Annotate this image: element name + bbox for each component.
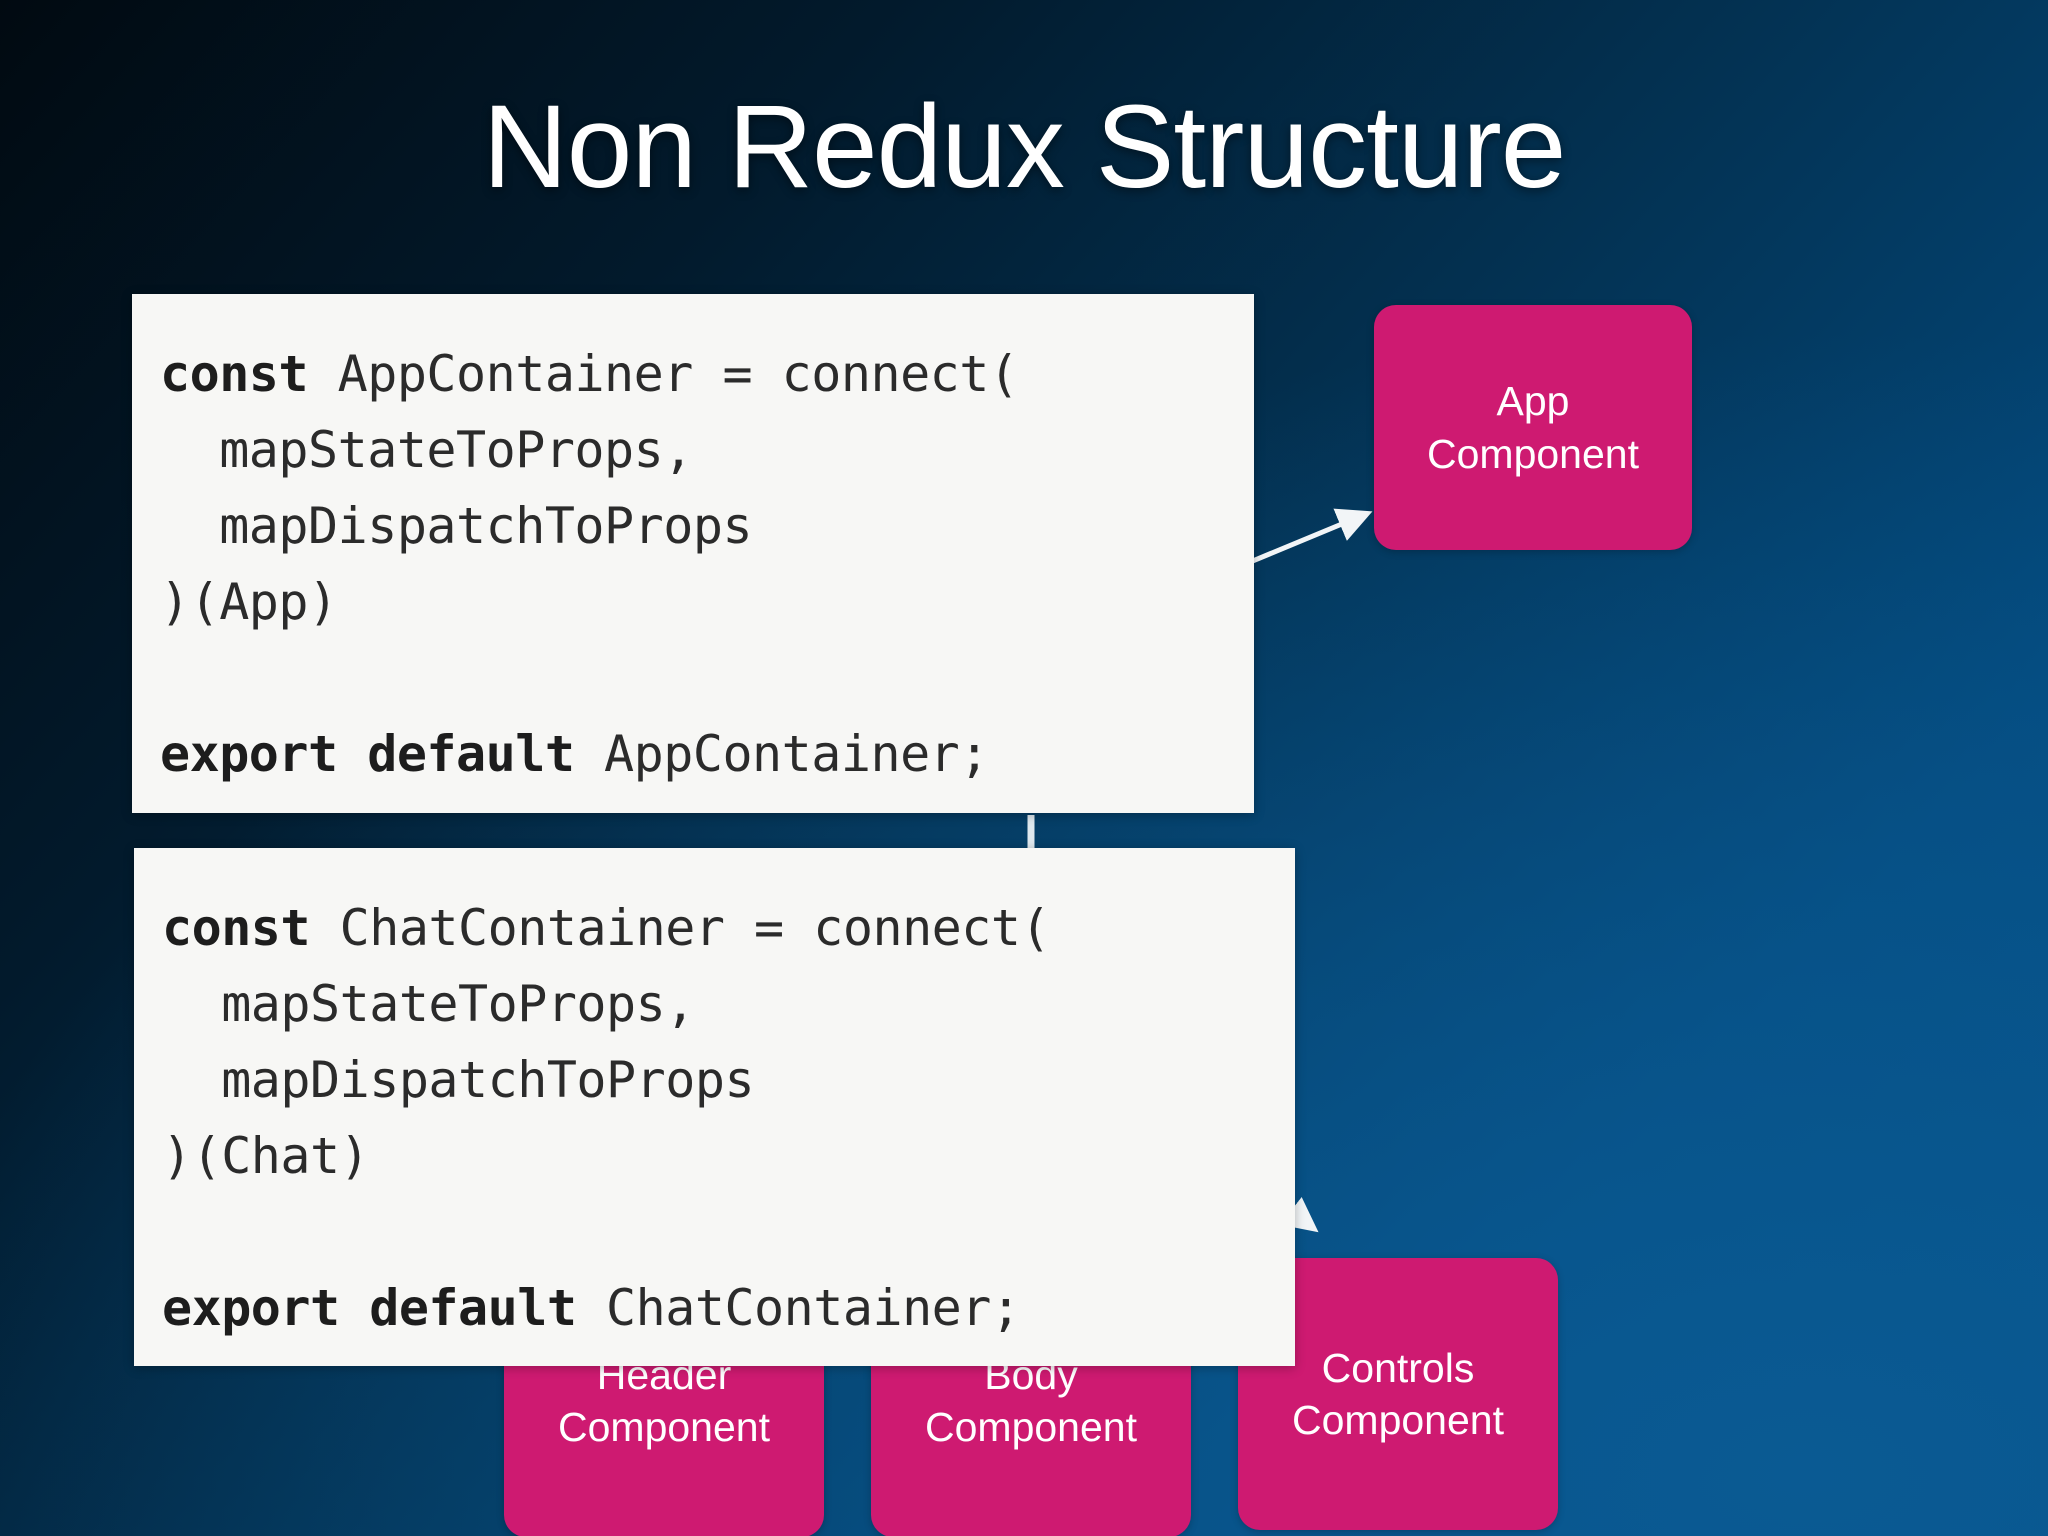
code-line: mapDispatchToProps: [162, 1042, 1295, 1118]
code-text: AppContainer = connect(: [308, 345, 1019, 403]
code-text: AppContainer;: [574, 725, 989, 783]
code-text: ChatContainer = connect(: [310, 899, 1051, 957]
code-line: mapStateToProps,: [160, 412, 1254, 488]
code-line: )(Chat): [162, 1118, 1295, 1194]
code-text: )(App): [160, 573, 338, 631]
code-line: const ChatContainer = connect(: [162, 890, 1295, 966]
code-text: mapDispatchToProps: [160, 497, 753, 555]
code-keyword: export default: [162, 1279, 577, 1337]
component-box-header-line2: Component: [558, 1404, 770, 1450]
arrow-app-container-to-app-component: [1242, 508, 1373, 568]
code-text: mapStateToProps,: [160, 421, 693, 479]
code-line: export default AppContainer;: [160, 716, 1254, 792]
code-line: export default ChatContainer;: [162, 1270, 1295, 1346]
code-card-chat-container[interactable]: const ChatContainer = connect( mapStateT…: [134, 848, 1295, 1366]
page-title: Non Redux Structure: [482, 81, 1567, 213]
code-line: mapDispatchToProps: [160, 488, 1254, 564]
component-box-app[interactable]: App Component: [1374, 305, 1692, 550]
code-blank-line: [160, 640, 1254, 716]
code-text: mapStateToProps,: [162, 975, 695, 1033]
component-box-body-line2: Component: [925, 1404, 1137, 1450]
code-keyword: const: [162, 899, 311, 957]
code-keyword: const: [160, 345, 309, 403]
code-text: ChatContainer;: [576, 1279, 1021, 1337]
code-line: const AppContainer = connect(: [160, 336, 1254, 412]
code-text: mapDispatchToProps: [162, 1051, 755, 1109]
code-text: )(Chat): [162, 1127, 370, 1185]
code-keyword: export default: [160, 725, 575, 783]
component-box-app-line1: App: [1496, 378, 1570, 425]
code-line: mapStateToProps,: [162, 966, 1295, 1042]
code-card-app-container[interactable]: const AppContainer = connect( mapStateTo…: [132, 294, 1254, 813]
code-line: )(App): [160, 564, 1254, 640]
code-blank-line: [162, 1194, 1295, 1270]
component-box-controls-line2: Component: [1292, 1397, 1504, 1443]
component-box-app-line2: Component: [1427, 430, 1639, 477]
component-box-controls-line1: Controls: [1321, 1344, 1475, 1391]
